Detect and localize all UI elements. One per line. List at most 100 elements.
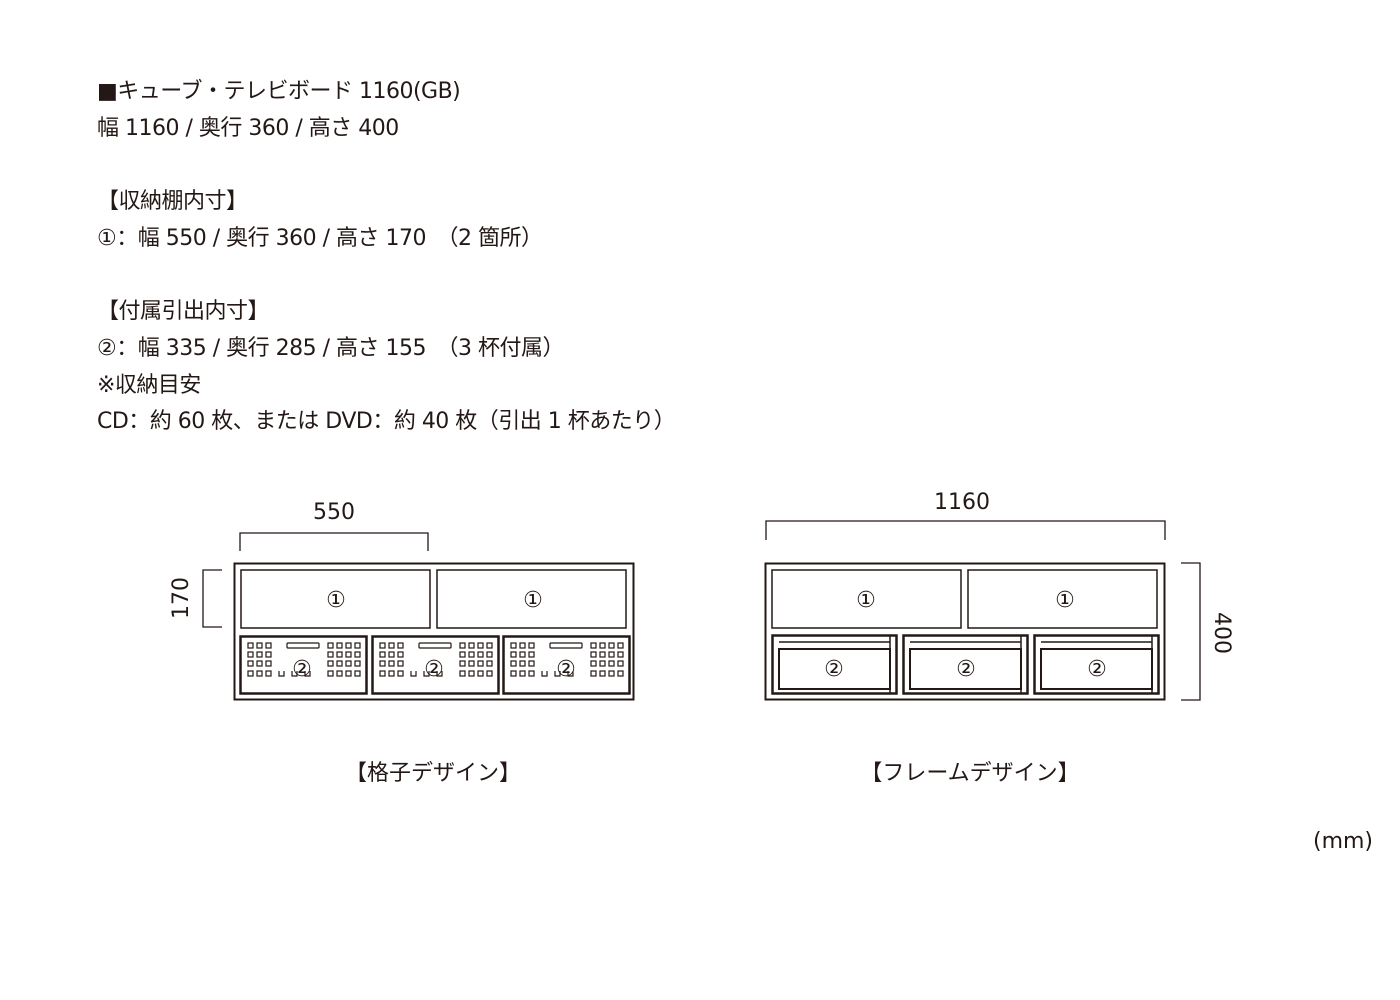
lattice-square	[397, 660, 404, 667]
lattice-square	[345, 642, 352, 649]
drawer-mark: ②	[556, 657, 576, 682]
lattice-drawer	[239, 635, 368, 695]
lattice-square	[617, 660, 624, 667]
frame-design-drawing	[764, 520, 1201, 701]
lattice-square	[617, 651, 624, 658]
lattice-square	[247, 670, 254, 677]
drawer-front	[502, 635, 631, 695]
lattice-square	[519, 651, 526, 658]
lattice-square	[256, 642, 263, 649]
drawer-front	[239, 635, 368, 695]
lattice-square	[304, 671, 311, 677]
lattice-square	[477, 642, 484, 649]
shelf-heading: 【収納棚内寸】	[97, 189, 248, 214]
lattice-height-label: 170	[169, 577, 194, 619]
lattice-square	[327, 642, 334, 649]
cabinet-outline	[233, 562, 635, 701]
height-dimension-bracket	[1181, 562, 1201, 701]
lattice-square	[590, 660, 597, 667]
lattice-square	[528, 670, 535, 677]
lattice-square	[247, 660, 254, 667]
lattice-square	[379, 642, 386, 649]
lattice-design-caption: 【格子デザイン】	[344, 761, 522, 786]
storage-heading: ※収納目安	[97, 373, 201, 398]
lattice-square	[265, 642, 272, 649]
lattice-square	[247, 651, 254, 658]
lattice-square	[486, 642, 493, 649]
lattice-square	[590, 642, 597, 649]
lattice-square	[379, 651, 386, 658]
lattice-square	[336, 670, 343, 677]
unit-label: (mm)	[1312, 829, 1374, 854]
shelf-dimensions: ①：幅 550 / 奥行 360 / 高さ 170 （2 箇所）	[97, 226, 543, 251]
lattice-square	[327, 660, 334, 667]
lattice-design-drawing	[202, 532, 635, 701]
storage-note: CD：約 60 枚、または DVD：約 40 枚（引出 1 杯あたり）	[97, 409, 676, 434]
lattice-square	[265, 670, 272, 677]
lattice-square	[336, 660, 343, 667]
lattice-square	[345, 670, 352, 677]
lattice-square	[608, 651, 615, 658]
lattice-square	[388, 660, 395, 667]
lattice-square	[388, 642, 395, 649]
lattice-square	[590, 651, 597, 658]
lattice-square	[528, 651, 535, 658]
frame-rail	[1041, 636, 1153, 693]
width-dimension-bracket	[765, 520, 1166, 540]
lattice-square	[397, 670, 404, 677]
lattice-square	[354, 660, 361, 667]
lattice-square	[468, 660, 475, 667]
lattice-square	[354, 642, 361, 649]
frame-rail	[779, 636, 891, 693]
lattice-square	[599, 660, 606, 667]
lattice-square	[459, 660, 466, 667]
lattice-square	[486, 651, 493, 658]
lattice-square	[477, 651, 484, 658]
lattice-drawer	[371, 635, 500, 695]
frame-drawer	[902, 634, 1029, 695]
lattice-square	[336, 642, 343, 649]
lattice-square	[519, 642, 526, 649]
lattice-square	[510, 642, 517, 649]
drawer-frame	[771, 634, 898, 695]
drawer-dimensions: ②：幅 335 / 奥行 285 / 高さ 155 （3 杯付属）	[97, 336, 564, 361]
lattice-square	[541, 671, 548, 677]
lattice-square	[459, 670, 466, 677]
lattice-square	[477, 670, 484, 677]
lattice-square	[379, 660, 386, 667]
drawer-handle-slot	[549, 642, 583, 649]
lattice-width-label: 550	[313, 500, 355, 525]
lattice-square	[354, 651, 361, 658]
lattice-square	[247, 642, 254, 649]
lattice-square	[410, 671, 417, 677]
lattice-square	[354, 670, 361, 677]
frame-design-caption: 【フレームデザイン】	[860, 761, 1080, 786]
shelf-mark: ①	[856, 588, 876, 613]
lattice-square	[510, 670, 517, 677]
overall-dimensions: 幅 1160 / 奥行 360 / 高さ 400	[97, 116, 399, 141]
frame-drawer	[1033, 634, 1160, 695]
drawer-mark: ②	[1087, 657, 1107, 682]
lattice-square	[265, 651, 272, 658]
lattice-square	[468, 670, 475, 677]
lattice-square	[336, 651, 343, 658]
lattice-square	[468, 642, 475, 649]
lattice-square	[256, 670, 263, 677]
lattice-square	[486, 670, 493, 677]
lattice-square	[528, 660, 535, 667]
lattice-square	[599, 651, 606, 658]
drawer-handle-slot	[286, 642, 320, 649]
lattice-square	[608, 670, 615, 677]
frame-rail	[910, 636, 1022, 693]
lattice-square	[256, 651, 263, 658]
lattice-square	[436, 671, 443, 677]
shelf-opening	[771, 569, 962, 629]
lattice-square	[617, 670, 624, 677]
shelf-opening	[967, 569, 1158, 629]
width-dimension-bracket	[239, 532, 429, 551]
lattice-square	[327, 670, 334, 677]
lattice-square	[327, 651, 334, 658]
drawer-front	[371, 635, 500, 695]
drawer-frame	[1033, 634, 1160, 695]
